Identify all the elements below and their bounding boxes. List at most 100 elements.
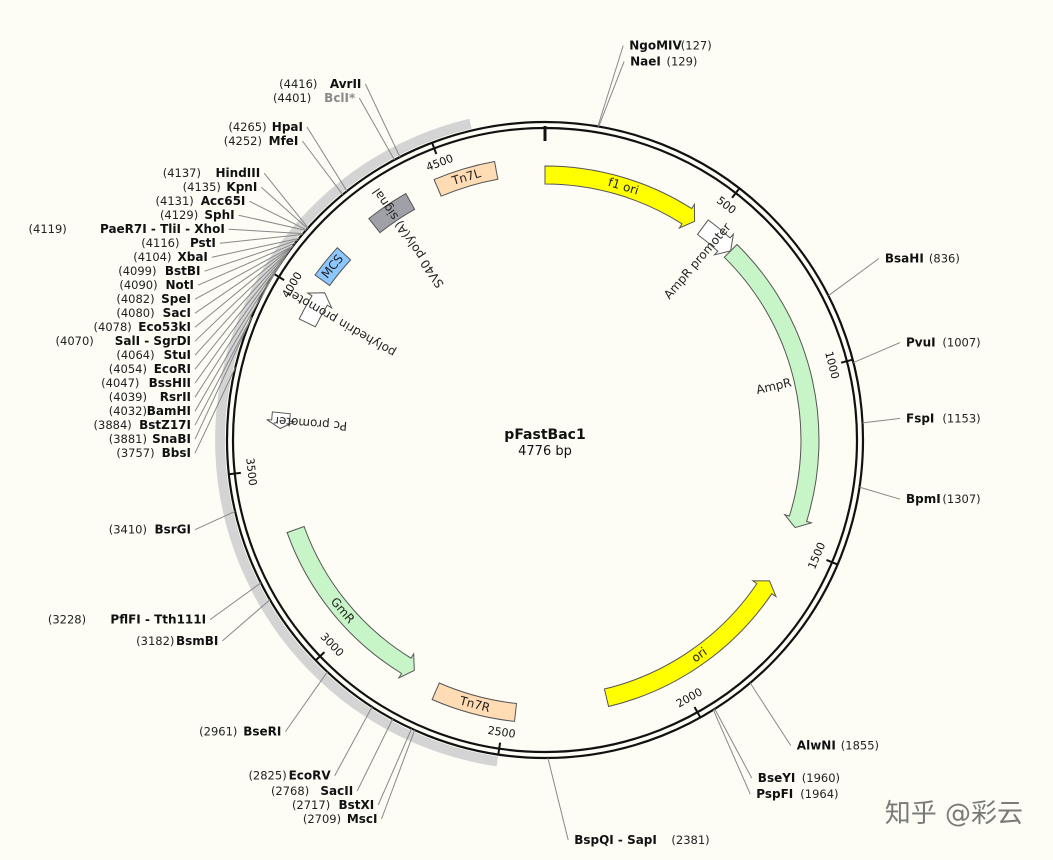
- site-position: (129): [667, 55, 698, 69]
- site-position: (4416): [279, 77, 317, 91]
- site-snabi-3881[interactable]: SnaBI (3881): [109, 432, 191, 446]
- site-bstxi-2717[interactable]: BstXI(2717): [292, 798, 374, 812]
- site-psti-4116[interactable]: PstI(4116): [141, 236, 216, 250]
- site-bsahi-836[interactable]: BsaHI(836): [885, 252, 960, 266]
- feature-shape-f1-ori: [544, 165, 696, 230]
- site-name: BseYI: [758, 771, 796, 785]
- site-paer7i-tlii-xhoi-4119[interactable]: PaeR7I - TliI - XhoI(4119): [29, 222, 225, 236]
- site-bpmi-1307[interactable]: BpmI(1307): [906, 492, 981, 506]
- site-bstbi-4099[interactable]: BstBI(4099): [118, 264, 200, 278]
- site-name: BsmBI: [176, 634, 218, 648]
- feature-label-polyhedrin-promoter: polyhedrin promoter: [284, 286, 398, 360]
- feature-ori[interactable]: ori: [603, 580, 778, 708]
- site-name: SphI: [204, 208, 234, 222]
- site-acc65i-4131[interactable]: Acc65I(4131): [156, 194, 246, 208]
- site-position: (4135): [183, 180, 221, 194]
- site-bbsi-3757[interactable]: BbsI(3757): [116, 446, 191, 460]
- feature-ampr-promoter[interactable]: AmpR promoter: [661, 219, 735, 302]
- feature-tn7l[interactable]: Tn7L: [433, 160, 499, 197]
- site-sali-sgrdi-4070[interactable]: SalI - SgrDI(4070): [56, 334, 191, 348]
- site-leader-pflfi-tth111i-3228: [209, 582, 262, 621]
- site-name: XbaI: [177, 250, 207, 264]
- site-position: (3881): [109, 432, 147, 446]
- site-ecori-4054[interactable]: EcoRI(4054): [109, 362, 191, 376]
- site-noti-4090[interactable]: NotI(4090): [119, 278, 194, 292]
- tick-label-3500: 3500: [243, 457, 259, 486]
- site-sphi-4129[interactable]: SphI(4129): [160, 208, 235, 222]
- feature-ampr[interactable]: AmpR: [723, 243, 820, 529]
- site-ecorv-2825[interactable]: EcoRV(2825): [248, 769, 331, 783]
- site-leader-ngomiv-127: [597, 45, 624, 127]
- feature-shape-sv40-poly-a-signal: [368, 192, 416, 234]
- site-alwni-1855[interactable]: AlwNI(1855): [797, 739, 879, 753]
- feature-polyhedrin-promoter[interactable]: polyhedrin promoter: [284, 286, 398, 360]
- site-name: SacII: [320, 784, 353, 798]
- site-spei-4082[interactable]: SpeI(4082): [116, 292, 191, 306]
- site-bsrgi-3410[interactable]: BsrGI(3410): [109, 523, 191, 537]
- tick-2500: [497, 742, 502, 755]
- site-leader-bbsi-3757: [194, 367, 236, 454]
- site-bsshii-4047[interactable]: BssHII(4047): [101, 376, 191, 390]
- feature-mcs[interactable]: MCS: [314, 246, 352, 287]
- feature-pc-promoter[interactable]: Pc promoter: [266, 411, 348, 433]
- site-mfei-4252[interactable]: MfeI(4252): [224, 134, 299, 148]
- site-eco53ki-4078[interactable]: Eco53kI(4078): [94, 320, 191, 334]
- site-name: NgoMIV: [629, 39, 682, 53]
- site-sacii-2768[interactable]: SacII(2768): [271, 784, 353, 798]
- feature-shape-mcs: [314, 246, 352, 287]
- site-rsrii-4039[interactable]: RsrII(4039): [109, 390, 191, 404]
- feature-f1-ori[interactable]: f1 ori: [544, 165, 696, 230]
- site-position: (127): [681, 39, 712, 53]
- site-name: PflFI - Tth111I: [110, 613, 206, 627]
- site-bseyi-1960[interactable]: BseYI(1960): [758, 771, 840, 785]
- site-name: BspQI - SapI: [574, 833, 657, 847]
- site-fspi-1153[interactable]: FspI(1153): [906, 411, 981, 425]
- site-name: KpnI: [226, 180, 257, 194]
- backbone-outer-ring: [225, 120, 865, 760]
- tick-4000: [273, 272, 285, 281]
- site-bseri-2961[interactable]: BseRI(2961): [199, 725, 281, 739]
- site-name: SnaBI: [152, 432, 191, 446]
- tick-500: [731, 187, 741, 199]
- site-leader-bsrgi-3410: [194, 510, 236, 531]
- site-position: (4401): [273, 91, 311, 105]
- site-leader-bstbi-4099: [204, 239, 298, 272]
- site-stui-4064[interactable]: StuI(4064): [116, 348, 191, 362]
- site-bspqi-sapi-2381[interactable]: BspQI - SapI(2381): [574, 833, 709, 847]
- site-labels: NgoMIV(127) NaeI(129) BsaHI(836) PvuI(1007)…: [29, 39, 981, 847]
- site-position: (3410): [109, 523, 147, 537]
- site-pspfi-1964[interactable]: PspFI(1964): [756, 787, 838, 801]
- feature-tn7r[interactable]: Tn7R: [431, 682, 518, 722]
- site-pvui-1007[interactable]: PvuI(1007): [906, 336, 981, 350]
- site-msci-2709[interactable]: MscI(2709): [303, 812, 378, 826]
- site-position: (3884): [94, 418, 132, 432]
- site-avrii-4416[interactable]: AvrII(4416): [279, 77, 361, 91]
- site-name: EcoRV: [289, 769, 332, 783]
- site-naei-129[interactable]: NaeI(129): [630, 55, 697, 69]
- site-bamhi-4032[interactable]: BamHI(4032): [109, 404, 191, 418]
- site-xbai-4104[interactable]: XbaI(4104): [133, 250, 208, 264]
- site-leader-rsrii-4039: [194, 259, 284, 398]
- site-hpai-4265[interactable]: HpaI(4265): [228, 120, 303, 134]
- site-pflfi-tth111i-3228[interactable]: PflFI - Tth111I(3228): [48, 613, 206, 627]
- feature-shape-gmr: [286, 525, 415, 679]
- site-name: RsrII: [160, 390, 191, 404]
- site-leader-msci-2709: [381, 729, 416, 820]
- site-position: (3182): [136, 634, 174, 648]
- site-bsmbi-3182[interactable]: BsmBI(3182): [136, 634, 218, 648]
- tick-label-2500: 2500: [487, 724, 517, 741]
- site-saci-4080[interactable]: SacI(4080): [116, 306, 191, 320]
- site-ngomiv-127[interactable]: NgoMIV(127): [629, 39, 712, 53]
- site-leader-xbai-4104: [211, 237, 300, 258]
- site-bstz17i-3884[interactable]: BstZ17I(3884): [94, 418, 191, 432]
- site-bcli-4401[interactable]: BclI*(4401): [273, 91, 356, 105]
- site-name: MscI: [347, 812, 378, 826]
- tick-1500: [826, 558, 838, 566]
- site-kpni-4135[interactable]: KpnI (4135): [183, 180, 258, 194]
- site-hindiii-4137[interactable]: HindIII(4137): [163, 166, 260, 180]
- site-leader-paer7i-tlii-xhoi-4119: [228, 228, 304, 235]
- feature-sv40-poly-a-signal[interactable]: SV40 poly(A) signal: [368, 185, 447, 290]
- site-name: SalI - SgrDI: [115, 334, 191, 348]
- site-position: (2717): [292, 798, 330, 812]
- feature-shape-tn7l: [433, 160, 499, 197]
